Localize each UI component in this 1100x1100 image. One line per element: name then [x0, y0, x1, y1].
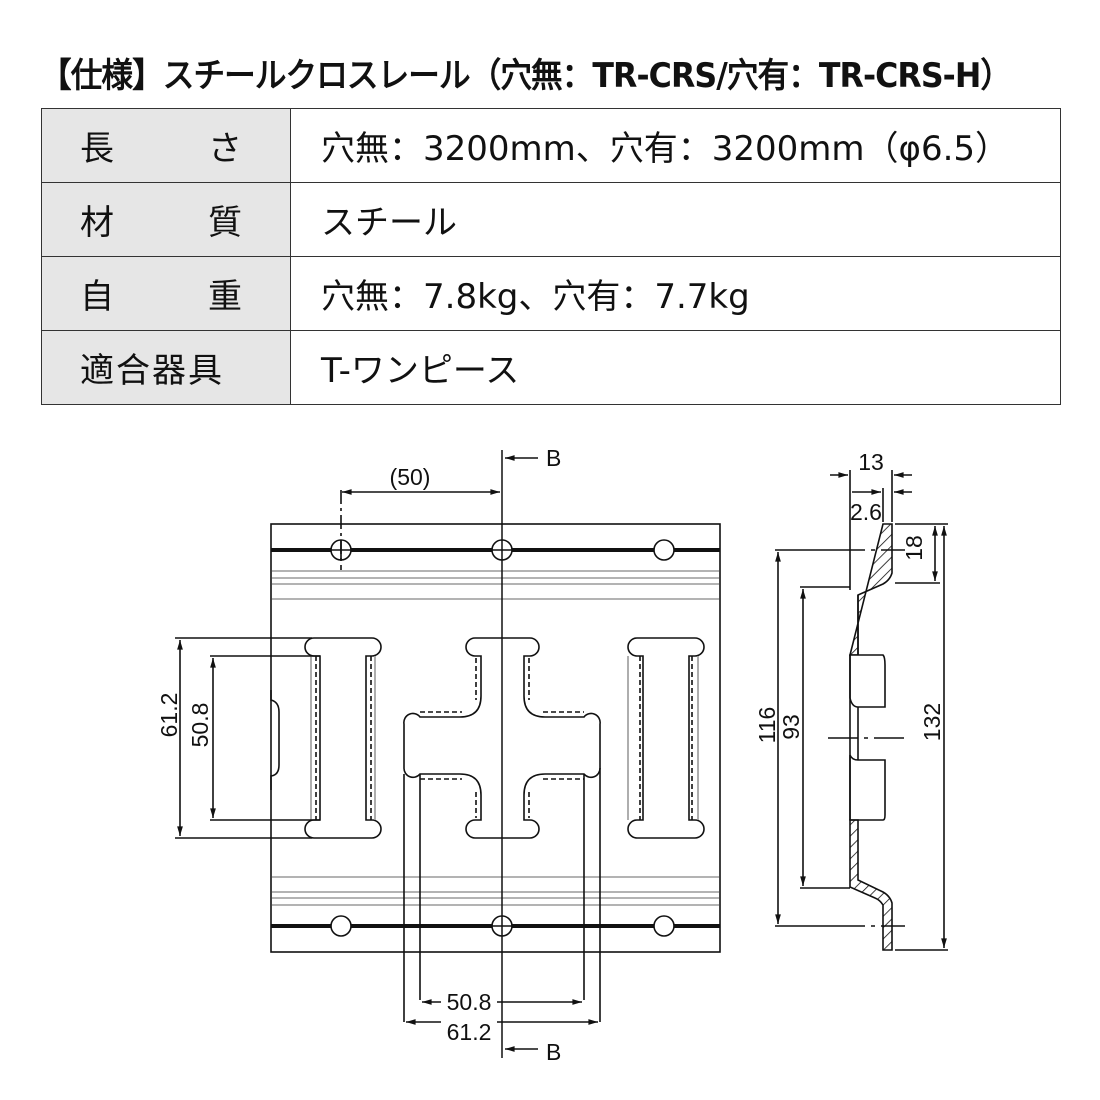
- spec-label: 自重: [41, 256, 291, 331]
- rail-grooves: [272, 570, 719, 906]
- dim-label-61-2-h: 61.2: [447, 1019, 492, 1045]
- spec-row-weight: 自重 穴無：7.8kg、穴有：7.7kg: [41, 256, 1061, 331]
- spec-value: 穴無：7.8kg、穴有：7.7kg: [290, 256, 1061, 331]
- profile-lower: [849, 819, 893, 951]
- label-char: 重: [208, 277, 242, 317]
- spec-label: 適合器具: [41, 330, 291, 405]
- label-text: 適合器具: [80, 351, 224, 391]
- label-char: さ: [208, 129, 242, 169]
- dim-label-13: 13: [858, 449, 884, 475]
- dim-label-50-8-v: 50.8: [187, 703, 213, 748]
- spec-table: 長さ 穴無：3200mm、穴有：3200mm（φ6.5） 材質 スチール 自重 …: [41, 108, 1061, 405]
- mounting-holes: [330, 539, 675, 937]
- front-view: [175, 450, 721, 1058]
- label-char: 長: [80, 129, 114, 169]
- spec-label: 材質: [41, 182, 291, 257]
- dim-label-132: 132: [919, 703, 945, 741]
- slot-left: [304, 637, 382, 839]
- dim-label-hole-pitch: (50): [390, 464, 431, 490]
- dim-label-93: 93: [778, 714, 804, 740]
- dim-label-116: 116: [754, 707, 780, 744]
- dim-label-61-2-v: 61.2: [156, 693, 182, 738]
- slot-cross: [403, 637, 601, 1022]
- edge-notch: [270, 690, 280, 790]
- spec-row-length: 長さ 穴無：3200mm、穴有：3200mm（φ6.5）: [41, 108, 1061, 183]
- section-view: [775, 470, 948, 951]
- plate-outline: [270, 523, 721, 953]
- spec-title: 【仕様】スチールクロスレール（穴無：TR-CRS/穴有：TR-CRS-H）: [40, 56, 1012, 96]
- dim-label-18: 18: [901, 535, 927, 561]
- profile-upper: [848, 523, 893, 656]
- slot-right: [627, 637, 705, 839]
- spec-value: 穴無：3200mm、穴有：3200mm（φ6.5）: [290, 108, 1061, 183]
- spec-row-fitting: 適合器具 T-ワンピース: [41, 330, 1061, 405]
- label-char: 自: [80, 277, 114, 317]
- label-char: 質: [208, 203, 242, 243]
- dim-label-2-6: 2.6: [850, 499, 882, 525]
- section-label-top: B: [546, 445, 561, 471]
- dim-label-50-8-h: 50.8: [447, 989, 492, 1015]
- section-label-bottom: B: [546, 1039, 561, 1065]
- label-char: 材: [80, 203, 114, 243]
- spec-value: T-ワンピース: [290, 330, 1061, 405]
- spec-label: 長さ: [41, 108, 291, 183]
